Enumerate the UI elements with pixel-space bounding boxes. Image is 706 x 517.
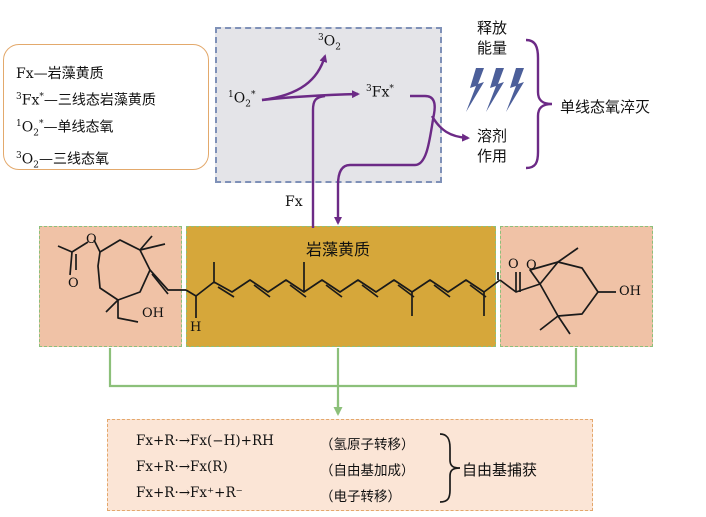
legend-fx: Fx—岩藻黄质 <box>16 66 104 82</box>
molecule-polyene-band <box>186 226 496 347</box>
ketone-o-label: O <box>508 257 519 272</box>
legend-triplet-oxygen: 3O2—三线态氧 <box>16 151 109 171</box>
connector-molecule-to-scavenging <box>108 348 578 414</box>
arrow-to-triplet-fx <box>261 90 360 102</box>
singlet-oxygen-quenching-label: 单线态氧淬灭 <box>560 98 651 116</box>
fucoxanthin-structure <box>57 235 616 335</box>
reaction-radical-addition-type: （自由基加成） <box>320 463 415 479</box>
energy-release-bolts <box>466 68 524 112</box>
line-fx-up <box>311 94 326 228</box>
triplet-fx-label: 3Fx* <box>366 84 394 101</box>
triplet-oxygen-label: 3O2 <box>318 33 341 53</box>
singlet-oxygen-label: 1O2* <box>228 90 256 110</box>
radical-scavenging-label: 自由基捕获 <box>462 461 538 479</box>
reaction-h-transfer: Fx+R·→Fx(−H)+RH <box>136 433 274 449</box>
arrow-triplet-fx-to-ground <box>334 94 436 225</box>
allene-h-label: H <box>190 320 202 335</box>
legend-triplet-fx: 3Fx*—三线态岩藻黄质 <box>16 92 156 109</box>
arrow-singlet-to-triplet-oxygen <box>261 54 328 102</box>
reaction-electron-transfer: Fx+R·→Fx⁺+R⁻ <box>136 485 243 501</box>
fx-ground-label: Fx <box>285 194 303 210</box>
ester-o-label: O <box>86 232 97 247</box>
legend-singlet-oxygen: 1O2*—单线态氧 <box>16 118 114 139</box>
arrow-to-solvent <box>430 115 470 142</box>
oh-left-label: OH <box>142 306 164 321</box>
molecule-right-ring-band <box>500 226 653 347</box>
reaction-h-transfer-type: （氢原子转移） <box>320 437 415 453</box>
quench-bracket <box>525 38 553 170</box>
epoxide-o-label: O <box>526 258 537 273</box>
radical-scavenging-box <box>107 419 593 511</box>
legend-box: Fx—岩藻黄质 3Fx*—三线态岩藻黄质 1O2*—单线态氧 3O2—三线态氧 <box>3 44 209 171</box>
quenching-box <box>215 27 442 183</box>
reaction-radical-addition: Fx+R·→Fx(R) <box>136 459 228 475</box>
reaction-electron-transfer-type: （电子转移） <box>320 489 401 505</box>
ester-carbonyl-o-label: O <box>68 276 79 291</box>
fucoxanthin-name: 岩藻黄质 <box>306 240 371 259</box>
scavenging-bracket <box>439 433 461 503</box>
solvent-effect-label: 溶剂作用 <box>477 127 508 165</box>
oh-right-label: OH <box>619 284 641 299</box>
energy-release-label: 释放能量 <box>477 19 508 57</box>
